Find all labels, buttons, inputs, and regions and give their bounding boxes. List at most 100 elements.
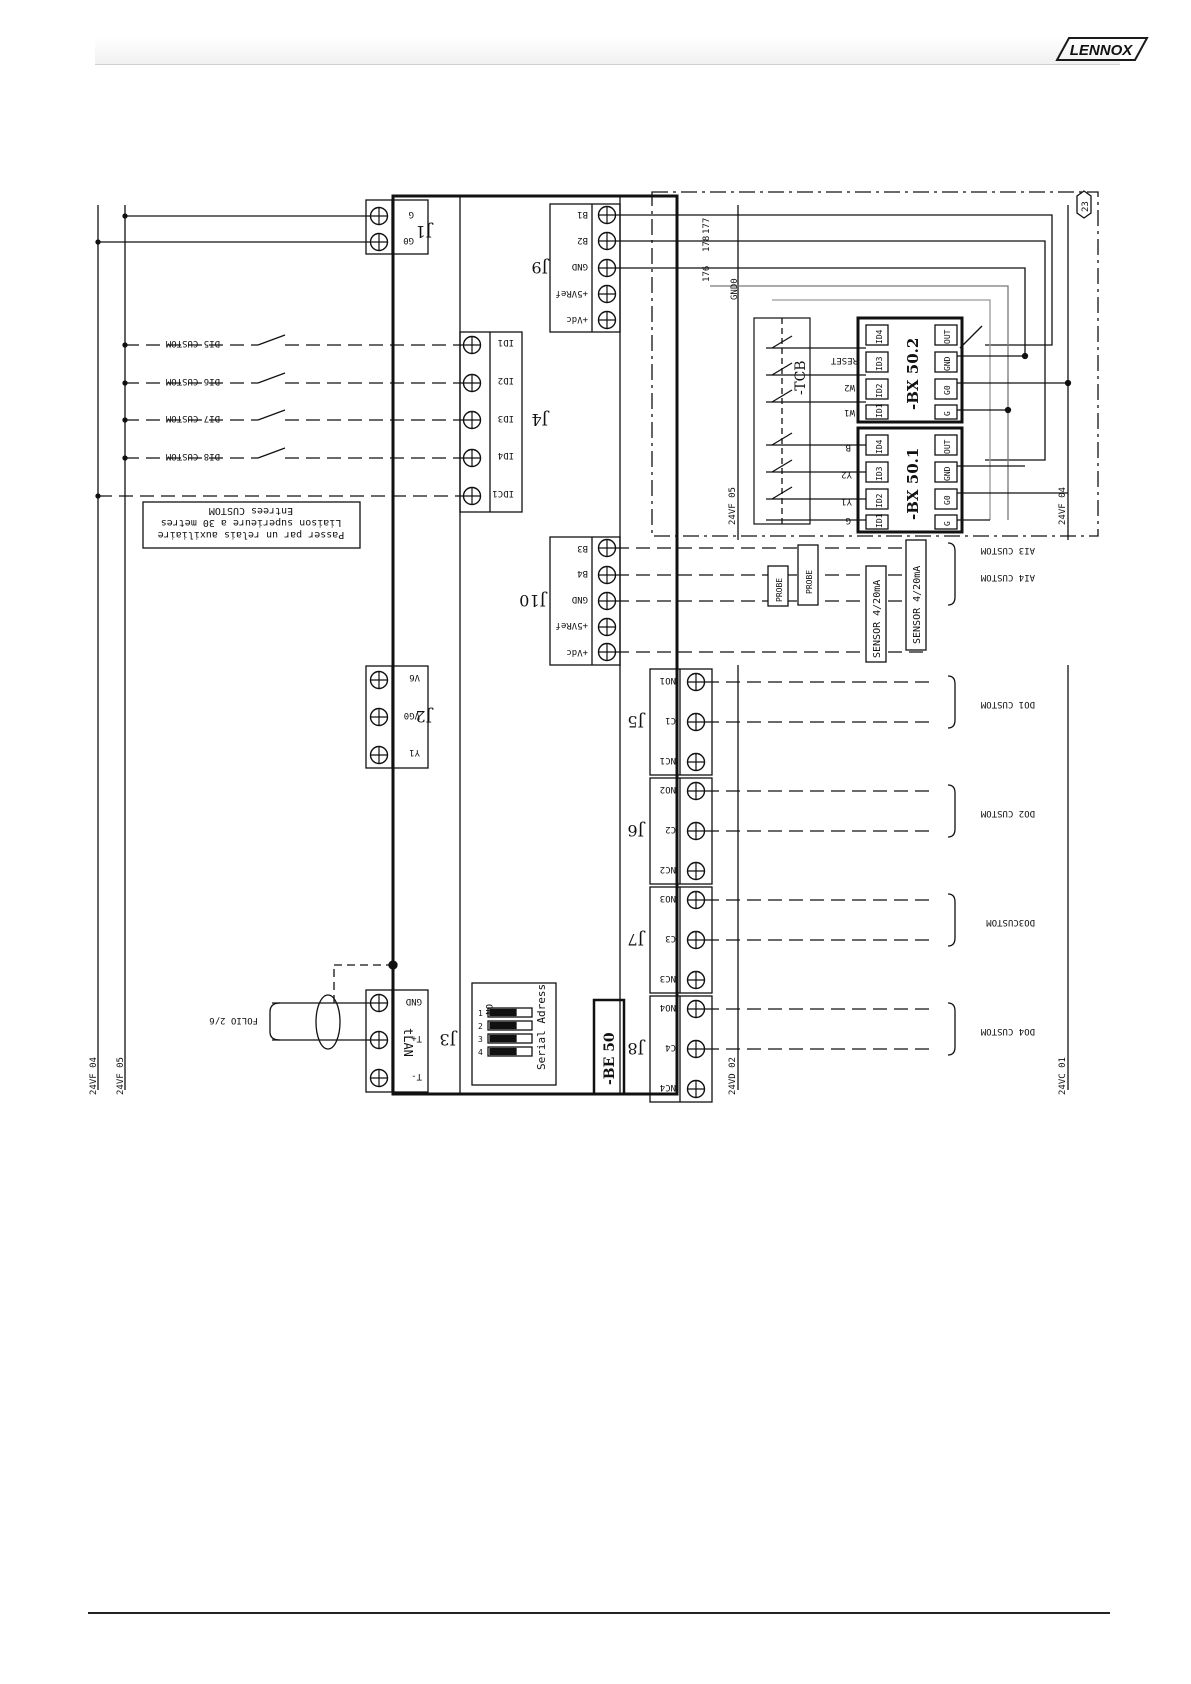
rail-label-right-bottom: 24VC 01 <box>1058 1057 1068 1095</box>
bx2-name: -BX 50.2 <box>904 338 922 410</box>
lennox-logo: LENNOX <box>1055 37 1149 61</box>
bx1-pin-g0: G0 <box>943 495 952 505</box>
bx2-pin-id3: ID3 <box>875 356 884 371</box>
dip-switch-knob <box>489 1034 517 1043</box>
bx-junctions <box>1004 352 1072 414</box>
wire-178: 178 <box>702 236 712 252</box>
bx-50-1 <box>856 426 1068 534</box>
do3-label: DO3CUSTOM <box>986 917 1035 927</box>
bx1-pin-g: G <box>943 521 952 526</box>
folio-ref: FOLIO 2/6 <box>209 1015 258 1025</box>
bx-enclosure <box>651 191 1099 537</box>
j7-pin-c3: C3 <box>665 933 676 943</box>
note-box <box>142 501 361 549</box>
j2-name: J2 <box>415 707 434 726</box>
bx1-pin-id1: ID1 <box>875 513 884 528</box>
rail-label-mid-bottom: 24VD 02 <box>728 1057 738 1095</box>
bx1-pin-out: OUT <box>943 439 952 454</box>
probe-1 <box>767 565 789 607</box>
j3-pin-gnd: GND <box>406 996 422 1006</box>
bx-50-2 <box>856 316 1068 424</box>
gnd0-label: GND0 <box>730 278 740 300</box>
bx1-pin-id4: ID4 <box>875 439 884 454</box>
di7-label: DI7 CUSTOM <box>165 413 220 423</box>
j4-pin-id4: ID4 <box>498 450 514 460</box>
j8-pin-c4: C4 <box>665 1042 676 1052</box>
tcb-name: -TCB <box>793 360 809 395</box>
j10-pin-b4: B4 <box>577 568 588 578</box>
logo-text: LENNOX <box>1070 42 1134 59</box>
bx2-pin-out: OUT <box>943 329 952 344</box>
digital-output-wiring <box>705 681 930 1050</box>
j4-pin-id2: ID2 <box>498 375 514 385</box>
sensor-1 <box>865 565 887 663</box>
bx2-pin-id2: ID2 <box>875 383 884 398</box>
j4-pin-id3: ID3 <box>498 413 514 423</box>
serial-address-label: Serial Adress <box>535 984 548 1070</box>
j3-name: J3 <box>439 1030 458 1049</box>
bx1-contact-b: B <box>846 442 851 452</box>
footer-rule <box>88 1612 1110 1614</box>
header-band <box>95 36 1120 65</box>
j4-name: J4 <box>531 410 550 429</box>
do4-label: DO4 CUSTOM <box>980 1026 1035 1036</box>
note-line-2: Liaison superieure a 30 metres <box>161 517 342 528</box>
j9-pin-vdc: +Vdc <box>566 314 588 324</box>
bx1-contact-y2: Y2 <box>841 469 852 479</box>
bx2-pin-id1: ID1 <box>875 403 884 418</box>
j3-pin-tminus: T- <box>411 1071 422 1081</box>
j9-wiring <box>615 214 1053 520</box>
j5-pin-c1: C1 <box>665 715 676 725</box>
j9-pin-gnd: GND <box>572 261 588 271</box>
digital-input-contacts <box>95 334 286 499</box>
note-line-1: Entrees CUSTOM <box>209 505 293 516</box>
di6-label: DI6 CUSTOM <box>165 376 220 386</box>
j7-pin-nc3: NC3 <box>660 973 676 983</box>
dip-switch-number: 3 <box>478 1035 483 1044</box>
j9-name: J9 <box>531 258 550 277</box>
j10-pin-vdc: +Vdc <box>566 647 588 657</box>
j1-name: J1 <box>415 222 434 241</box>
power-rails <box>97 205 1069 1090</box>
j10-pin-gnd: GND <box>572 594 588 604</box>
j7-pin-no3: NO3 <box>660 893 676 903</box>
tcb-block <box>753 317 811 525</box>
j7-name: J7 <box>627 930 646 949</box>
j6-pin-c2: C2 <box>665 824 676 834</box>
probe-2 <box>797 544 819 606</box>
j5-pin-nc1: NC1 <box>660 755 676 765</box>
j5-name: J5 <box>627 712 646 731</box>
output-brackets <box>947 542 956 1056</box>
j8-name: J8 <box>627 1039 646 1058</box>
controller-name: -BE 50 <box>602 1032 618 1085</box>
connector-j3-tlan <box>269 960 429 1093</box>
j8-pin-no4: NO4 <box>660 1002 676 1012</box>
j1-pin-g0: G0 <box>403 235 414 245</box>
rail-label-left2: 24VF 05 <box>116 1057 126 1095</box>
sensor-1-label: SENSOR 4/20mA <box>872 580 883 658</box>
do2-label: DO2 CUSTOM <box>980 808 1035 818</box>
bx1-name: -BX 50.1 <box>904 448 922 520</box>
bx2-contact-w2: W2 <box>844 382 855 392</box>
probe-1-label: PROBE <box>775 578 784 602</box>
rail-label-right-top: 24VF 04 <box>1058 487 1068 525</box>
dip-switch-knob <box>489 1047 517 1056</box>
j10-pin-b3: B3 <box>577 543 588 553</box>
sheet-ref-number: 23 <box>1081 201 1091 212</box>
j10-pin-5vref: +5VRef <box>555 620 588 630</box>
rail-label-mid-top: 24VF 05 <box>728 487 738 525</box>
j6-pin-no2: NO2 <box>660 784 676 794</box>
dip-switch-number: 4 <box>478 1048 483 1057</box>
j9-pin-5vref: +5VRef <box>555 288 588 298</box>
connector-j2 <box>365 665 429 769</box>
sensor-2 <box>905 539 927 651</box>
sensor-2-label: SENSOR 4/20mA <box>912 566 923 644</box>
bx2-contact-reset: RESET <box>830 355 858 365</box>
digital-input-wiring <box>98 344 464 497</box>
j3-pin-tplus: T+ <box>411 1033 422 1043</box>
tcb-contacts <box>766 335 866 521</box>
j9-pin-b1: B1 <box>577 209 588 219</box>
